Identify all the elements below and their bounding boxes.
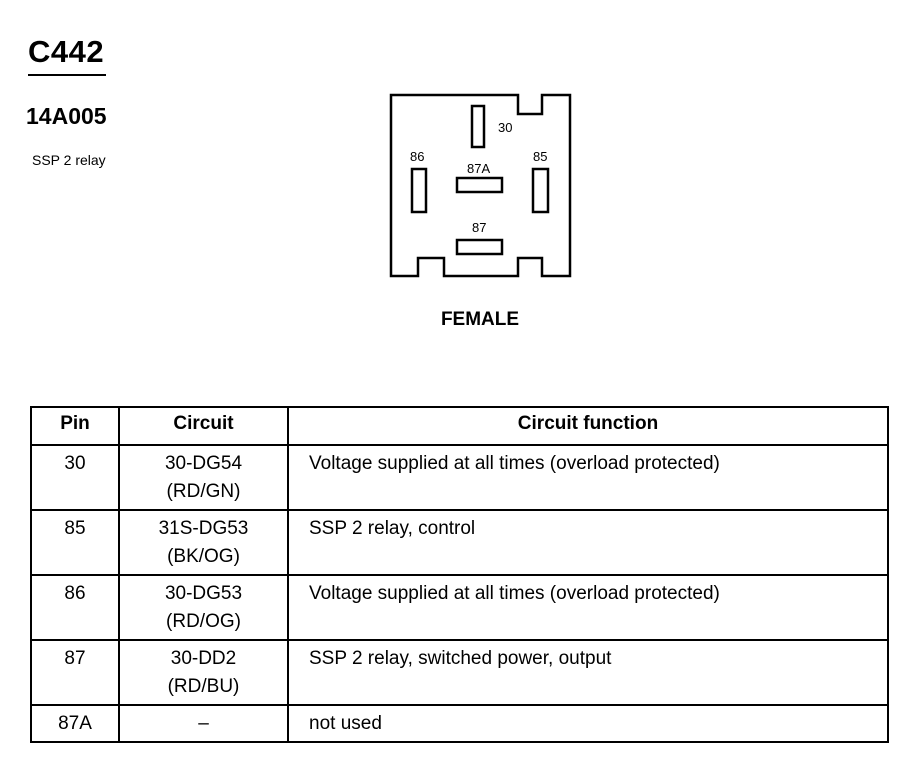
pin-label-86: 86 [410,149,424,164]
table-header-row: Pin Circuit Circuit function [30,406,889,446]
table-row: 87A – not used [30,704,889,743]
connector-housing [389,93,572,278]
terminal-85 [531,167,550,214]
gender-label: FEMALE [440,309,520,330]
circuit-number: 30-DD2 [170,648,237,669]
pin-cell: 85 [30,509,120,576]
pin-cell: 86 [30,574,120,641]
wire-color: (BK/OG) [167,546,240,567]
pin-label-87a: 87A [467,161,490,176]
circuit-cell: 31S-DG53 (BK/OG) [118,509,289,576]
header-circuit: Circuit [118,406,289,446]
circuit-number: – [198,713,209,734]
connector-face-diagram: 30 86 87A 85 87 [389,93,572,278]
table-row: 85 31S-DG53 (BK/OG) SSP 2 relay, control [30,509,889,576]
wire-color: (RD/OG) [166,611,241,632]
terminal-86 [410,167,428,214]
connector-id-underline [28,74,106,76]
wire-color: (RD/BU) [167,676,240,697]
table-row: 86 30-DG53 (RD/OG) Voltage supplied at a… [30,574,889,641]
function-cell: not used [287,704,889,743]
header-circuit-function: Circuit function [287,406,889,446]
header-pin: Pin [30,406,120,446]
function-cell: SSP 2 relay, switched power, output [287,639,889,706]
circuit-cell: 30-DG54 (RD/GN) [118,444,289,511]
pin-cell: 87A [30,704,120,743]
table-row: 30 30-DG54 (RD/GN) Voltage supplied at a… [30,444,889,511]
function-cell: Voltage supplied at all times (overload … [287,444,889,511]
part-number: 14A005 [26,103,107,129]
pin-label-85: 85 [533,149,547,164]
pin-cell: 30 [30,444,120,511]
pin-cell: 87 [30,639,120,706]
function-cell: Voltage supplied at all times (overload … [287,574,889,641]
table-row: 87 30-DD2 (RD/BU) SSP 2 relay, switched … [30,639,889,706]
circuit-cell: – [118,704,289,743]
function-cell: SSP 2 relay, control [287,509,889,576]
circuit-number: 30-DG53 [164,583,243,604]
pin-label-87: 87 [472,220,486,235]
terminal-87a [455,176,504,194]
terminal-30 [470,104,486,149]
component-name: SSP 2 relay [32,152,106,168]
terminal-87 [455,238,504,256]
connector-id: C442 [28,34,105,69]
circuit-number: 30-DG54 [164,453,243,474]
circuit-cell: 30-DD2 (RD/BU) [118,639,289,706]
circuit-number: 31S-DG53 [158,518,249,539]
circuit-cell: 30-DG53 (RD/OG) [118,574,289,641]
wire-color: (RD/GN) [166,481,241,502]
pinout-table: Pin Circuit Circuit function 30 30-DG54 … [30,406,889,743]
pin-label-30: 30 [498,120,512,135]
